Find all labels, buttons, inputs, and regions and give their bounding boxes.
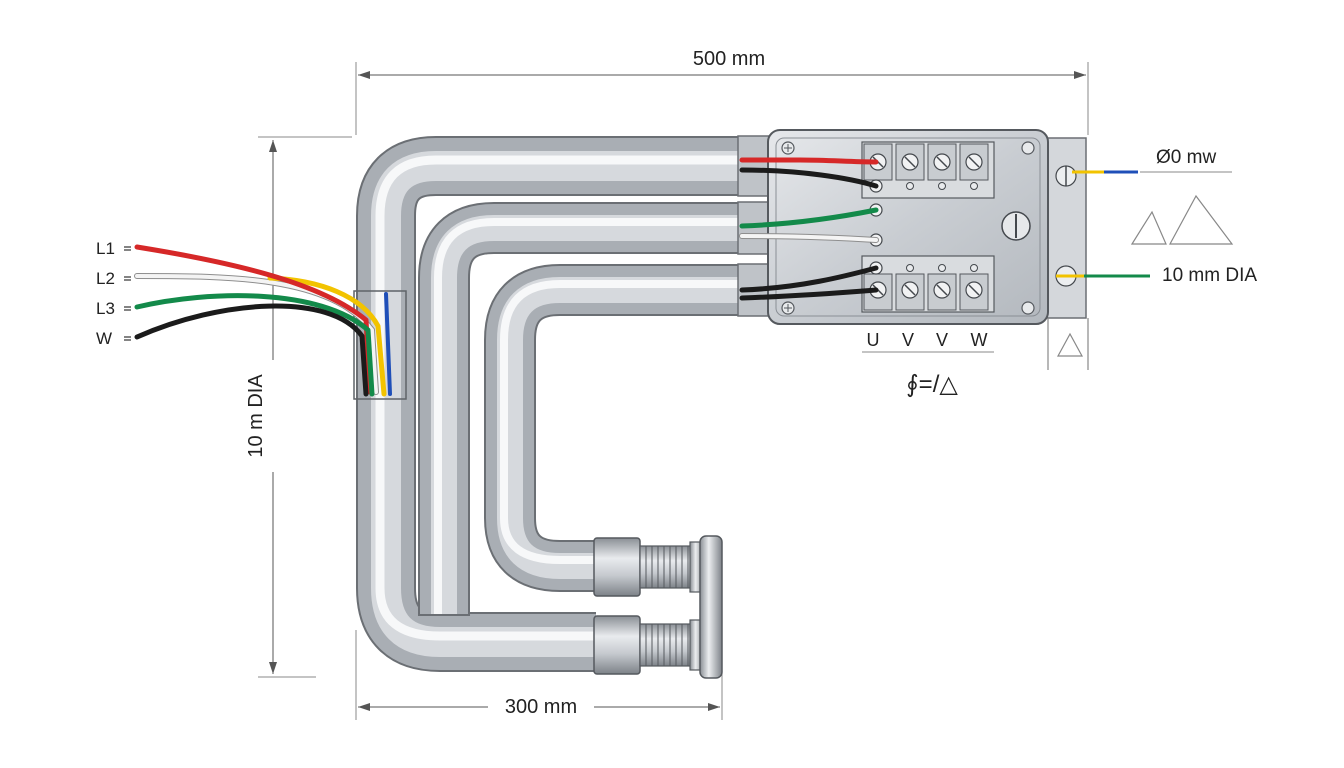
conduit-pipe-outer	[356, 136, 742, 672]
wire-green	[134, 293, 375, 397]
threaded-gland-icon	[593, 535, 723, 679]
box-wires	[739, 157, 879, 301]
gland-lower	[593, 615, 705, 675]
wire-black	[134, 303, 369, 397]
terminal-strip-top	[861, 141, 995, 199]
incoming-wires: L1 L2 L3 W	[96, 239, 392, 397]
right-label-top: Ø0 mw	[1156, 147, 1216, 168]
conduit-pipe-inner	[484, 264, 742, 592]
wire-label-w: W	[96, 329, 112, 348]
wire-blue	[384, 292, 392, 396]
left-dimension-label: 10 m DIA	[245, 374, 267, 458]
gland-flange-plate	[699, 535, 723, 679]
wire-red	[134, 244, 373, 395]
terminal-footer-label: ∮=/△	[906, 371, 958, 398]
terminal-strip-bottom	[861, 255, 995, 313]
terminal-label-v1: V	[902, 330, 914, 350]
wire-labels: L1 L2 L3 W	[96, 239, 131, 348]
right-label-bottom: 10 mm DIA	[1162, 265, 1257, 286]
top-dimension-label: 500 mm	[693, 48, 765, 70]
gland-upper	[593, 537, 705, 597]
conduit-pipe-middle	[418, 202, 742, 616]
ground-screw-icon	[1001, 211, 1031, 241]
wire-label-l1: L1	[96, 239, 115, 258]
terminal-label-u: U	[867, 330, 880, 350]
terminal-label-w: W	[971, 330, 988, 350]
terminal-label-v2: V	[936, 330, 948, 350]
conduit-pipes	[353, 135, 771, 672]
wire-label-l3: L3	[96, 299, 115, 318]
outgoing-wires	[1056, 170, 1232, 278]
triangle-symbol-icon	[1047, 194, 1234, 370]
bottom-dimension-label: 300 mm	[505, 696, 577, 718]
top-dimension: 500 mm	[355, 44, 1089, 135]
screw-terminal-icon	[781, 141, 1035, 315]
terminal-labels: U V V W ∮=/△	[862, 330, 994, 398]
conduit-coupling	[353, 290, 407, 400]
bottom-dimension: 300 mm	[355, 630, 723, 720]
wire-label-l2: L2	[96, 269, 115, 288]
left-dimension: 10 m DIA	[245, 136, 352, 678]
